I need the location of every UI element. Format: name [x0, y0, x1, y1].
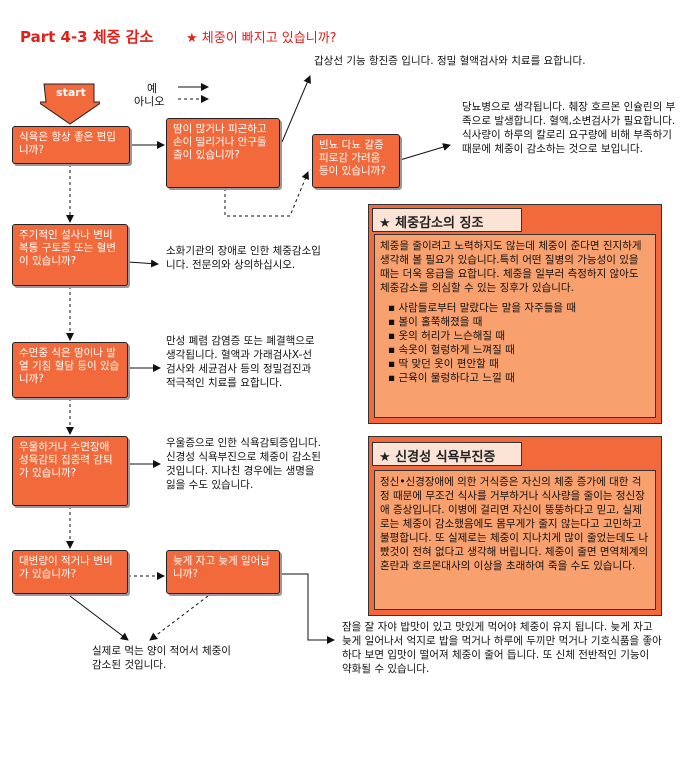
legend-no: 아니오 — [134, 95, 165, 108]
list-item: 속옷이 헐렁하게 느껴질 때 — [388, 343, 650, 357]
question-stool: 대변량이 적거나 변비가 있습니까? — [12, 550, 128, 594]
list-item: 근육이 물렁하다고 느낄 때 — [388, 371, 650, 385]
list-item: 옷의 허리가 느슨해질 때 — [388, 329, 650, 343]
question-bowel: 주기적인 설사나 변비 복통 구토증 또는 혈변이 있습니까? — [12, 224, 128, 286]
list-item: 볼이 홀쭉해졌을 때 — [388, 315, 650, 329]
page-subtitle: ★ 체중이 빠지고 있습니까? — [186, 31, 337, 46]
answer-sleep: 잠을 잘 자야 밥맛이 있고 맛있게 먹어야 체중이 유지 됩니다. 늦게 자고… — [342, 621, 662, 675]
anorexia-body: 정신•신경장애에 의한 거식증은 자신의 체중 증가에 대한 걱정 때문에 무조… — [374, 470, 656, 610]
answer-depression: 우울증으로 인한 식욕감퇴증입니다. 신경성 식욕부진으로 체중이 감소된 것입… — [166, 437, 321, 491]
start-label: start — [56, 86, 86, 99]
page-title: Part 4-3 체중 감소 — [20, 28, 154, 46]
weight-loss-signs-body: 체중을 줄이려고 노력하지도 않는데 체중이 준다면 진지하게 생각해 볼 필요… — [374, 234, 656, 418]
question-depression: 우울하거나 수면장애 성욕감퇴 집중력 감퇴가 있습니까? — [12, 436, 128, 506]
anorexia-heading: ★ 신경성 식욕부진증 — [372, 442, 522, 466]
answer-pneumonia: 만성 폐렴 감염증 또는 폐결핵으로 생각됩니다. 혈액과 가래검사X-선 검사… — [166, 335, 315, 389]
weight-loss-signs-heading: ★ 체중감소의 징조 — [372, 208, 522, 232]
answer-hyperthyroid: 갑상선 기능 항진증 입니다. 정밀 혈액검사와 치료를 요합니다. — [314, 55, 586, 67]
list-item: 딱 맞던 옷이 편안할 때 — [388, 357, 650, 371]
weight-loss-signs-list: 사람들로부터 말랐다는 말을 자주들을 때 볼이 홀쭉해졌을 때 옷의 허리가 … — [380, 301, 650, 385]
question-appetite: 식욕은 항상 좋은 편입니까? — [12, 126, 130, 164]
answer-digestive: 소화기관의 장애로 인한 체중감소입니다. 전문의와 상의하십시오. — [166, 245, 321, 271]
weight-loss-signs-intro: 체중을 줄이려고 노력하지도 않는데 체중이 준다면 진지하게 생각해 볼 필요… — [380, 240, 642, 294]
start-arrow — [40, 83, 100, 125]
answer-diabetes: 당뇨병으로 생각됩니다. 췌장 호르몬 인슐린의 부족으로 발생합니다. 혈액,… — [462, 101, 676, 155]
answer-eating-less: 실제로 먹는 양이 적어서 체중이 감소된 것입니다. — [92, 645, 231, 671]
question-sleep: 늦게 자고 늦게 일어납니까? — [166, 550, 280, 594]
list-item: 사람들로부터 말랐다는 말을 자주들을 때 — [388, 301, 650, 315]
question-sweat-tremor: 땀이 많거나 피곤하고 손이 떨리거나 안구돌출이 있습니까? — [166, 118, 280, 188]
question-night-sweat: 수면중 식은 땀이나 발열 기침 혈담 등이 있습니까? — [12, 342, 128, 398]
legend-yes: 예 — [147, 82, 158, 95]
question-thirst-urination: 빈뇨 다뇨 갈증 피로감 가려움 등이 있습니까? — [312, 134, 400, 188]
